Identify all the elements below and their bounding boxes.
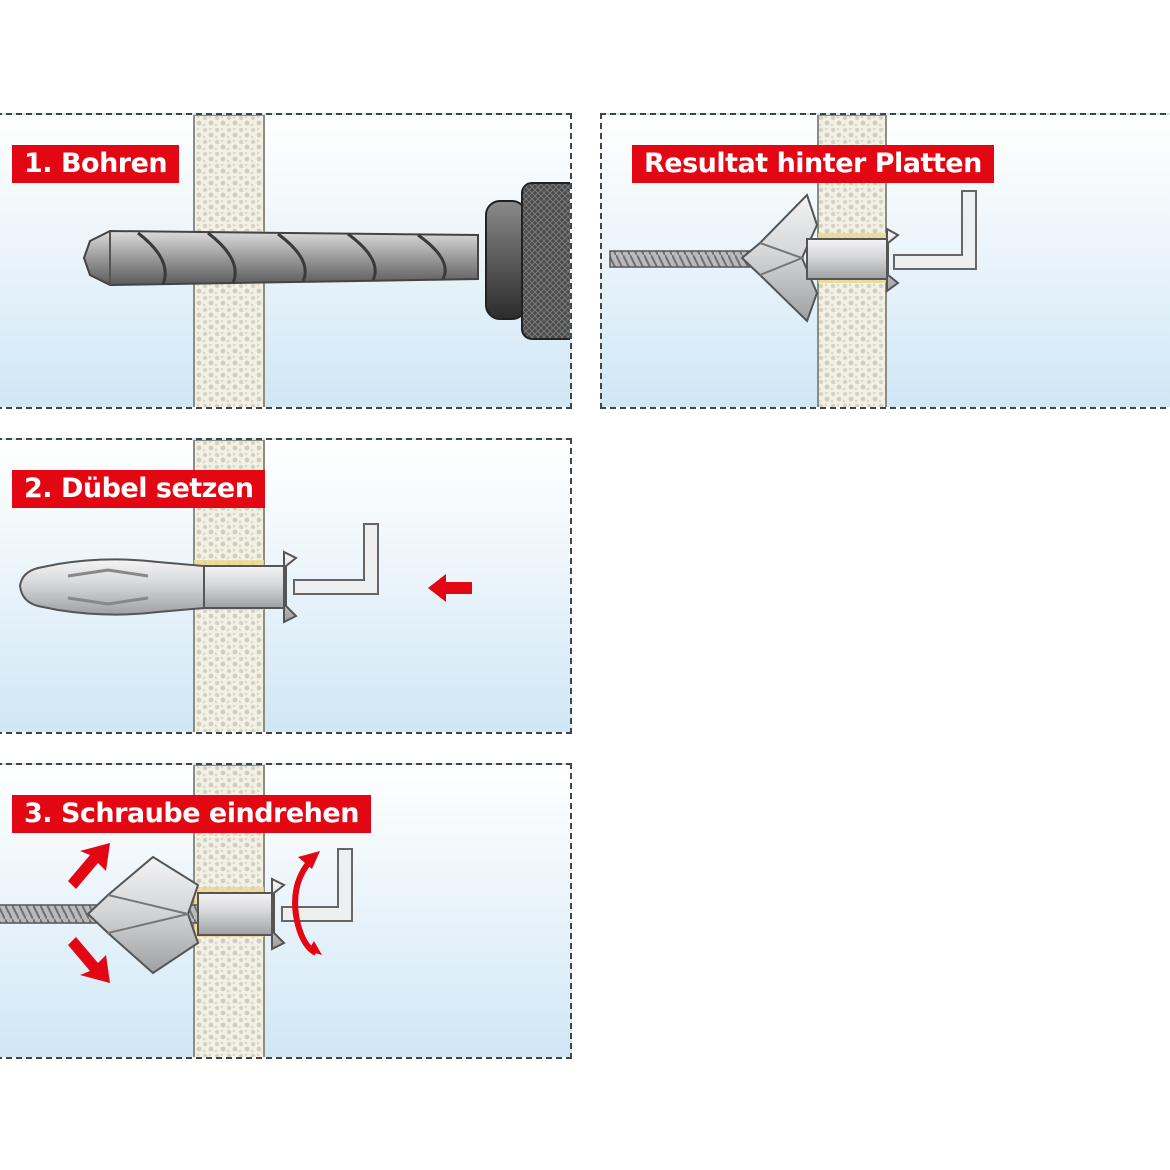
step-label: Resultat hinter Platten [632, 145, 994, 183]
expand-arrow-icon [68, 843, 110, 889]
step-label: 3. Schraube eindrehen [12, 795, 371, 833]
expand-arrow-icon [68, 937, 110, 983]
drill-illustration [82, 115, 570, 407]
drill-chuck-icon [485, 182, 570, 340]
push-arrow-icon [428, 574, 472, 602]
hook-icon [893, 190, 977, 270]
wall-anchor-icon [86, 855, 286, 975]
drill-bit-icon [82, 229, 479, 287]
hook-icon [281, 848, 353, 922]
panel-screw: 3. Schraube eindrehen [0, 763, 572, 1059]
panel-result: Resultat hinter Platten [600, 113, 1170, 409]
screw-thread-icon [609, 250, 751, 268]
step-label: 1. Bohren [12, 145, 180, 183]
panel-drill: 1. Bohren [0, 113, 572, 409]
step-label: 2. Dübel setzen [12, 470, 266, 508]
rotate-arrow-icon [292, 851, 322, 956]
panel-insert: 2. Dübel setzen [0, 438, 572, 734]
wall-anchor-icon [18, 550, 298, 624]
hook-icon [293, 523, 379, 595]
wall-anchor-icon [740, 193, 900, 323]
result-illustration [609, 115, 977, 407]
